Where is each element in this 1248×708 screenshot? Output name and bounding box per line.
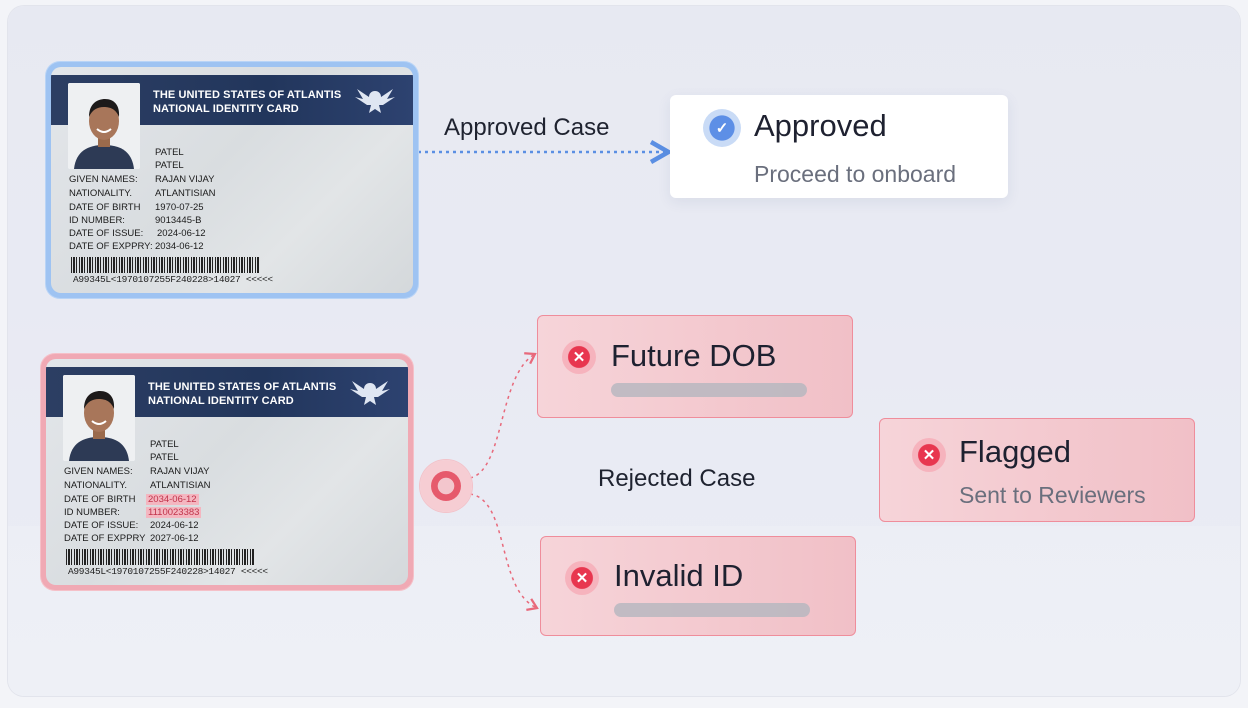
invalid-id-title: Invalid ID [614,558,744,593]
invalid-id-connector [469,493,539,611]
decision-node [420,460,472,512]
future-dob-result-box: ✕ Future DOB [537,315,853,418]
flagged-subtitle: Sent to Reviewers [959,482,1146,508]
flagged-result-box: ✕ Flagged Sent to Reviewers [879,418,1195,522]
dob-value: 1970-07-25 [155,202,204,213]
expiry-label: DATE OF EXPPRY [64,533,146,544]
error-x-icon: ✕ [565,561,599,595]
id-number-label: ID NUMBER: [64,507,120,518]
placeholder-bar [611,383,807,397]
surname-2: PATEL [155,160,184,171]
surname-2: PATEL [150,452,179,463]
dob-label: DATE OF BIRTH [69,202,141,213]
expiry-value: 2027-06-12 [150,533,199,544]
surname-1: PATEL [155,147,184,158]
expiry-label: DATE OF EXPPRY: [69,241,153,252]
future-dob-title: Future DOB [611,338,777,373]
id-card-approved: THE UNITED STATES OF ATLANTIS NATIONAL I… [46,62,418,298]
invalid-id-result-box: ✕ Invalid ID [540,536,856,636]
card-header: THE UNITED STATES OF ATLANTIS NATIONAL I… [51,75,413,125]
approved-result-box: ✓ Approved Proceed to onboard [670,95,1008,198]
mrz-line: A99345L<1970107255F240228>14027 <<<<< [68,566,268,577]
id-number-value: 9013445-B [155,215,202,226]
id-card-rejected: THE UNITED STATES OF ATLANTIS NATIONAL I… [41,354,413,590]
dob-label: DATE OF BIRTH [64,494,136,505]
approved-case-label: Approved Case [444,114,610,141]
nationality-value: ATLANTISIAN [155,188,216,199]
future-dob-connector [469,352,537,479]
dob-value-highlighted: 2034-06-12 [146,494,199,505]
eagle-emblem-icon [350,381,390,405]
card-title-line1: THE UNITED STATES OF ATLANTIS [148,381,337,393]
eagle-emblem-icon [355,89,395,113]
issue-label: DATE OF ISSUE: [69,228,144,239]
card-title-line2: NATIONAL IDENTITY CARD [153,103,299,115]
nationality-label: NATIONALITY. [69,188,132,199]
check-icon: ✓ [703,109,741,147]
portrait-photo [63,375,135,461]
flagged-title: Flagged [959,434,1072,469]
card-title-line1: THE UNITED STATES OF ATLANTIS [153,89,342,101]
given-names-value: RAJAN VIJAY [150,466,210,477]
given-names-value: RAJAN VIJAY [155,174,215,185]
id-number-value-highlighted: 1110023383 [146,507,202,518]
error-x-icon: ✕ [912,438,946,472]
nationality-label: NATIONALITY. [64,480,127,491]
nationality-value: ATLANTISIAN [150,480,211,491]
card-title-line2: NATIONAL IDENTITY CARD [148,395,294,407]
placeholder-bar [614,603,810,617]
given-names-label: GIVEN NAMES: [64,466,133,477]
approved-title: Approved [754,108,887,143]
issue-label: DATE OF ISSUE: [64,520,139,531]
mrz-line: A99345L<1970107255F240228>14027 <<<<< [73,274,273,285]
issue-value: 2024-06-12 [157,228,206,239]
expiry-value: 2034-06-12 [155,241,204,252]
surname-1: PATEL [150,439,179,450]
issue-value: 2024-06-12 [150,520,199,531]
error-x-icon: ✕ [562,340,596,374]
barcode [71,257,259,273]
portrait-photo [68,83,140,169]
given-names-label: GIVEN NAMES: [69,174,138,185]
id-number-label: ID NUMBER: [69,215,125,226]
barcode [66,549,254,565]
approved-subtitle: Proceed to onboard [754,161,957,187]
rejected-case-label: Rejected Case [598,465,756,492]
